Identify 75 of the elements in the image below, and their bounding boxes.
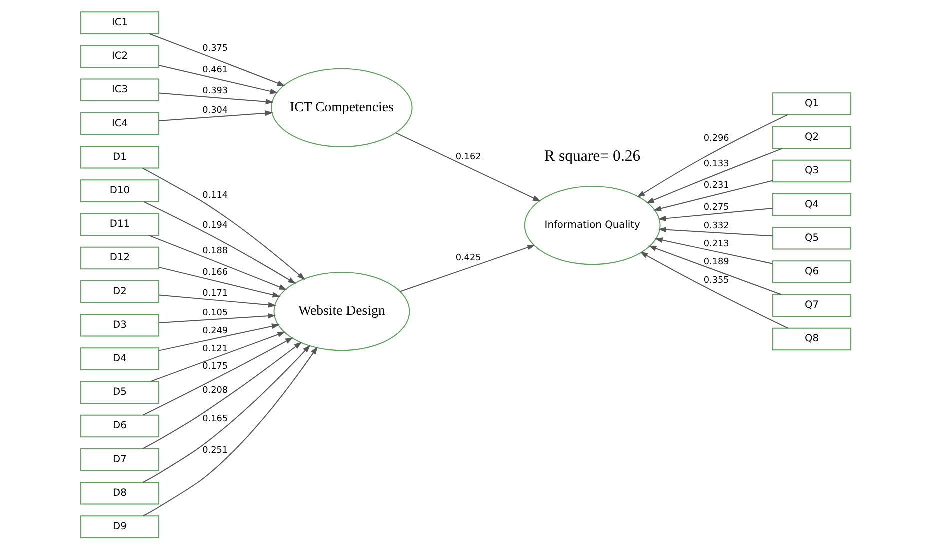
- node-box: IC4: [80, 112, 160, 136]
- node-box: D9: [80, 516, 160, 538]
- arrow: [158, 324, 280, 352]
- arrow: [158, 266, 280, 298]
- edge-label: 0.162: [455, 152, 481, 163]
- edge-label: 0.461: [202, 66, 228, 76]
- edge-label: 0.166: [202, 268, 228, 278]
- node-box: D5: [80, 381, 160, 404]
- arrow: [648, 246, 782, 296]
- edge-label: 0.355: [703, 276, 729, 286]
- edge-label: 0.332: [703, 222, 729, 232]
- edge-label: 0.171: [202, 288, 228, 299]
- edge-label: 0.375: [202, 44, 228, 54]
- edge-label: 0.188: [202, 246, 228, 256]
- node-box: IC2: [80, 45, 160, 68]
- arrow: [158, 294, 276, 308]
- edge-label: 0.231: [703, 181, 729, 192]
- edge-label: 0.425: [455, 253, 481, 264]
- edge-label: 0.133: [703, 159, 729, 170]
- edge-label: 0.251: [202, 446, 228, 456]
- arrow: [640, 252, 788, 329]
- node-box: Q8: [772, 328, 852, 351]
- edge-label: 0.296: [703, 134, 729, 144]
- arrow: [158, 92, 274, 105]
- node-box: Q4: [772, 193, 852, 216]
- edge-label: 0.275: [703, 202, 729, 213]
- arrow: [142, 342, 302, 450]
- node-box: Q1: [772, 92, 852, 116]
- node-box: D11: [80, 213, 160, 236]
- arrow: [654, 238, 773, 264]
- arrow: [158, 313, 276, 324]
- edge-label: 0.121: [202, 344, 228, 354]
- arrow: [150, 332, 286, 382]
- node-box: Q5: [772, 227, 852, 250]
- edge-label: 0.393: [202, 86, 228, 96]
- edge-label: 0.208: [202, 386, 228, 396]
- edge-label: 0.175: [202, 362, 228, 372]
- edge-label: 0.194: [202, 220, 228, 231]
- arrow: [399, 244, 536, 292]
- arrow: [158, 110, 273, 122]
- edge-label: 0.249: [202, 326, 228, 337]
- arrow: [658, 208, 773, 222]
- label: R square= 0.26: [544, 148, 640, 166]
- arrow: [158, 64, 278, 94]
- arrow: [395, 132, 540, 202]
- arrow: [148, 235, 287, 290]
- node-box: D12: [80, 246, 160, 270]
- edge-label: 0.114: [202, 191, 228, 202]
- arrow: [646, 148, 782, 204]
- edge-label: 0.105: [202, 308, 228, 319]
- arrow: [653, 180, 773, 212]
- node-box: D1: [80, 146, 160, 169]
- node-box: D10: [80, 180, 160, 202]
- node-box: Q2: [772, 126, 852, 149]
- arrow: [658, 227, 773, 237]
- edge-label: 0.304: [202, 106, 228, 116]
- node-box: D7: [80, 448, 160, 472]
- edge-label: 0.165: [202, 414, 228, 424]
- node-box: IC3: [80, 78, 160, 102]
- node-ellipse: ICT Competencies: [270, 68, 412, 148]
- node-box: Q7: [772, 294, 852, 317]
- arrow: [148, 33, 286, 86]
- arrow: [636, 114, 788, 198]
- node-box: D3: [80, 314, 160, 337]
- node-box: Q6: [772, 260, 852, 284]
- edge-label: 0.189: [703, 257, 729, 268]
- node-box: Q3: [772, 160, 852, 183]
- node-box: D6: [80, 414, 160, 438]
- node-box: D2: [80, 280, 160, 304]
- node-box: IC1: [80, 12, 160, 34]
- arrow: [143, 202, 296, 284]
- node-box: D8: [80, 482, 160, 505]
- edge-label: 0.213: [703, 240, 729, 250]
- node-box: D4: [80, 348, 160, 370]
- arrow: [142, 168, 305, 280]
